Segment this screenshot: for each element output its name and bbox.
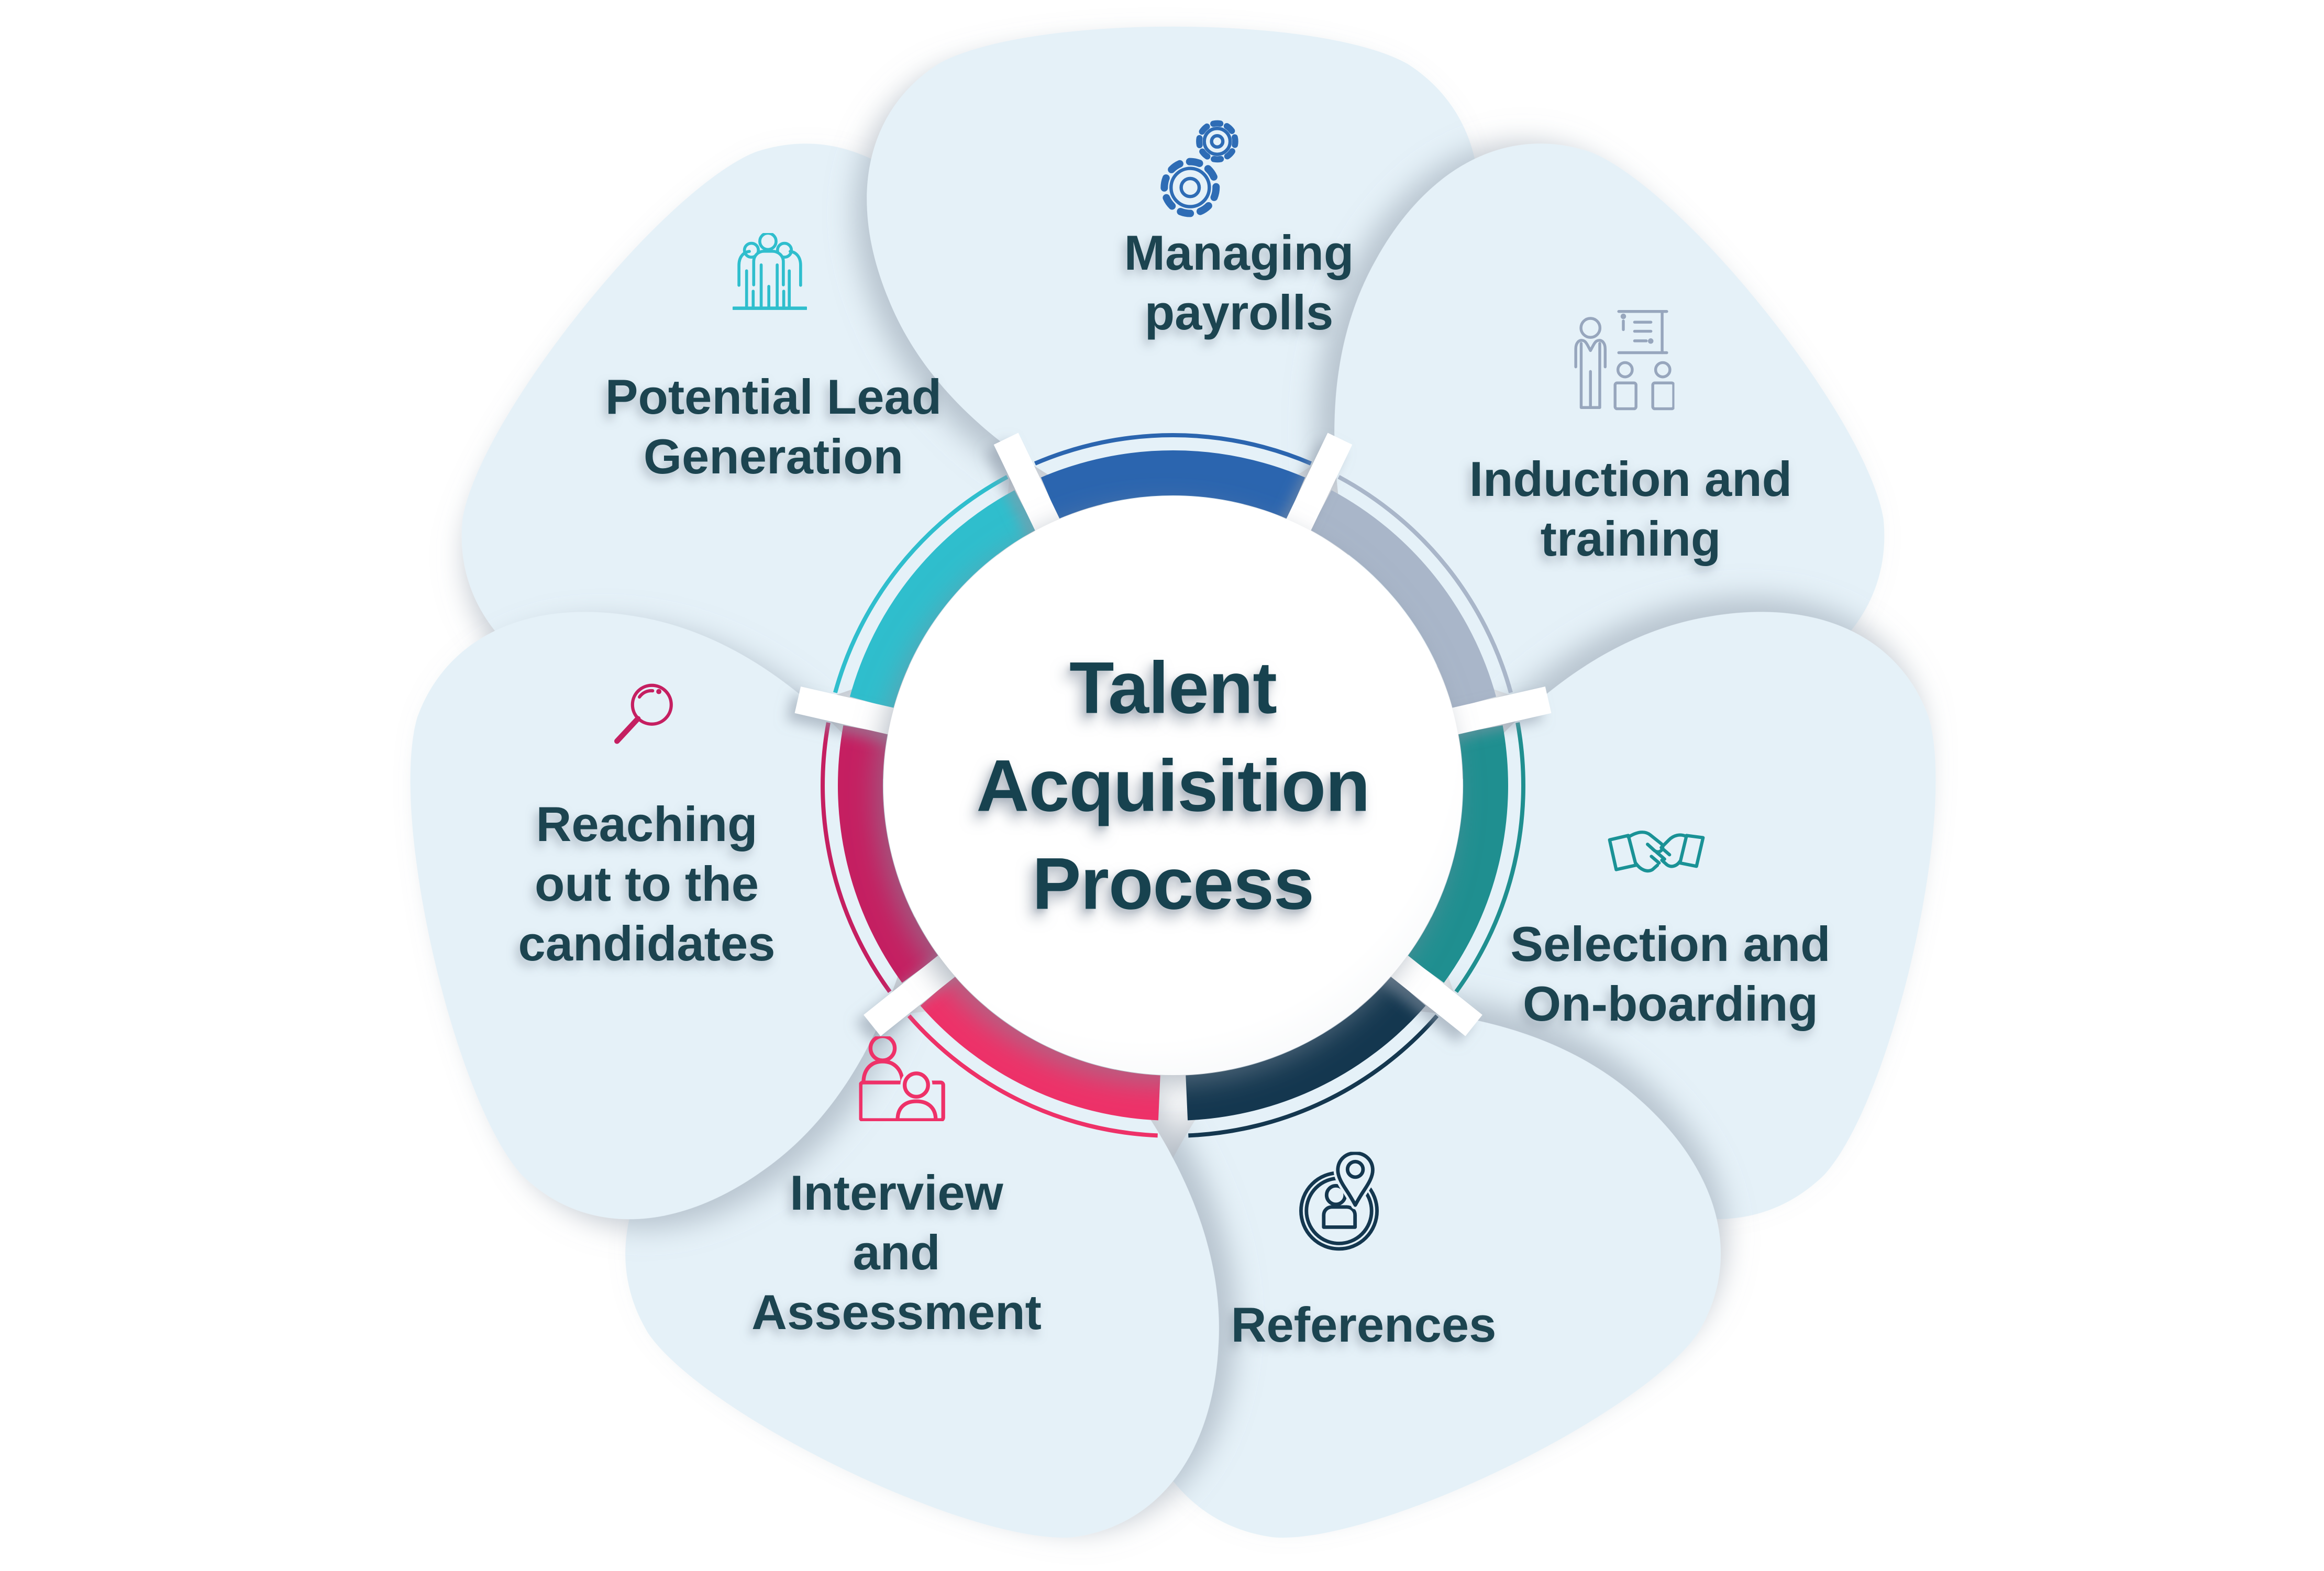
label-line: Generation [643,429,904,484]
petal-label-references: References [1107,1295,1620,1355]
title-line: Acquisition [976,744,1370,827]
petal-label-potential-lead-generation: Potential Lead Generation [517,367,1030,486]
gears-icon-strokes [1160,120,1238,217]
process-ring [821,433,1525,1138]
ring-outline-references [1188,1014,1439,1138]
ring-outline-managing-payrolls [1034,433,1312,466]
label-line: References [1231,1297,1497,1352]
title-line: Process [1032,842,1314,925]
ring-outline-potential-lead-generation [833,475,1009,693]
label-line: candidates [518,916,776,971]
front-person [752,233,785,286]
ring-segment-potential-lead-generation [849,490,1036,709]
diagram-title: Talent Acquisition Process [780,639,1566,933]
label-line: Interview [790,1165,1003,1220]
petal-label-interview-and-assessment: Interview and Assessment [640,1163,1153,1342]
petal-label-reaching-out-to-the-candidates: Reaching out to the candidates [390,794,903,973]
ring-segment-references [1186,976,1426,1121]
label-line: On-boarding [1523,976,1818,1031]
center-circle [883,496,1463,1075]
label-line: out to the [534,856,759,911]
magnifier-icon-strokes [614,683,673,744]
label-line: Potential Lead [605,369,942,424]
label-line: Reaching [536,796,758,851]
trainer-presentation-icon [1573,308,1675,411]
gears-icon [1159,116,1240,228]
petal-label-managing-payrolls: Managing payrolls [982,223,1496,342]
label-line: Assessment [751,1285,1042,1340]
label-line: and [853,1225,940,1280]
ring-segment-interview-and-assessment [920,976,1160,1121]
label-line: payrolls [1144,285,1334,340]
label-line: Selection and [1510,916,1831,971]
interview-desk-icon [859,1036,947,1121]
interview-desk-icon-strokes [859,1036,945,1121]
magnifier-icon [605,676,683,754]
petal-label-induction-and-training: Induction and training [1374,449,1887,569]
label-line: Induction and [1469,451,1792,506]
ring-outline-reaching-out-to-the-candidates [821,722,892,993]
ring-outline-interview-and-assessment [907,1014,1158,1138]
ring-segment-reaching-out-to-the-candidates [838,725,939,983]
ring-segment-managing-payrolls [1041,450,1305,519]
handshake-icon [1608,825,1705,880]
label-line: Managing [1124,225,1354,280]
handshake-icon-strokes [1608,831,1705,873]
ring-outline-induction-and-training [1337,475,1513,693]
title-line: Talent [1069,646,1277,729]
label-line: training [1540,511,1721,566]
head-fill [904,1073,928,1097]
ring-outline-selection-and-on-boarding [1454,722,1525,993]
people-group-icon-strokes [733,233,807,310]
people-group-icon [733,233,807,312]
petal-label-selection-and-on-boarding: Selection and On-boarding [1414,914,1927,1034]
ring-segment-induction-and-training [1310,490,1497,709]
trainer-presentation-icon-strokes [1574,310,1675,411]
person-location-icon [1298,1152,1380,1253]
ring-segment-selection-and-on-boarding [1407,725,1508,983]
person-location-icon-strokes [1299,1152,1379,1251]
